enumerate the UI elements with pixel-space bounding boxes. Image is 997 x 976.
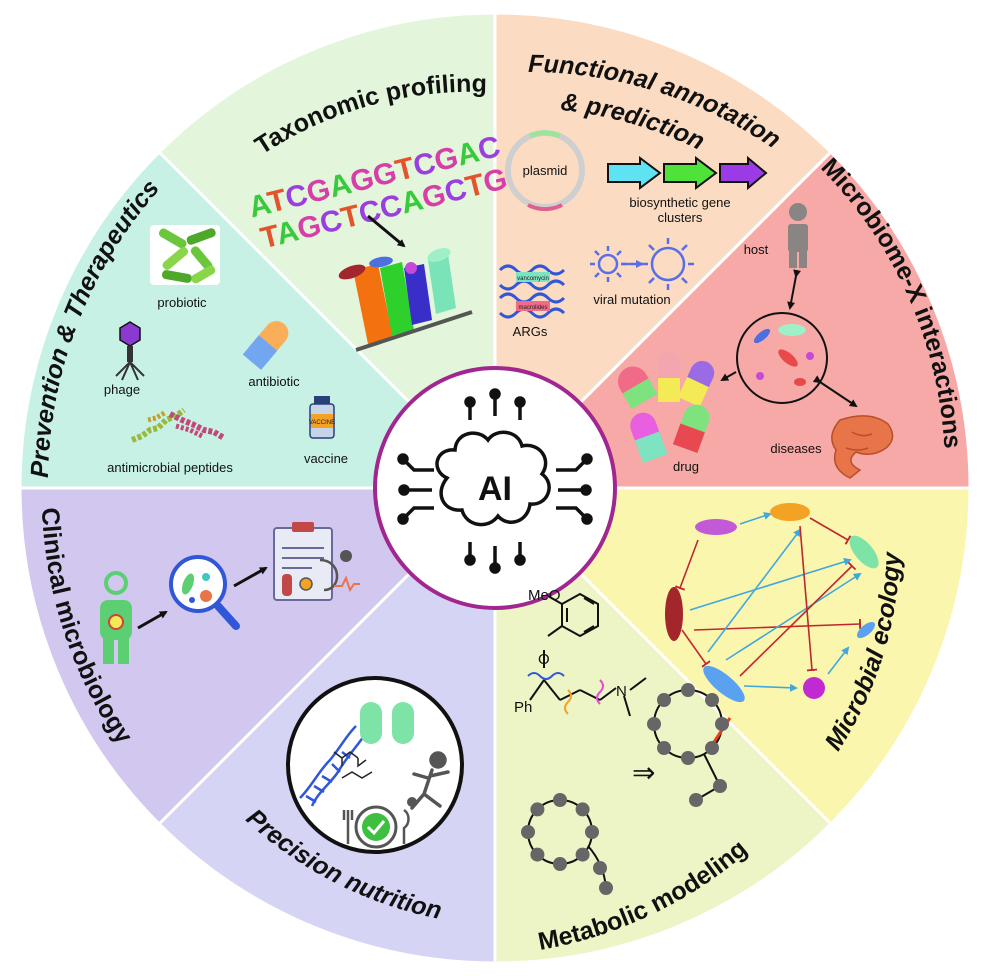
amp-label: antimicrobial peptides	[107, 460, 233, 475]
runner-icon	[410, 751, 450, 810]
plate-check-icon	[342, 805, 410, 849]
sector-metabolic	[493, 484, 834, 965]
network-left-nodes	[521, 793, 613, 895]
host-label: host	[744, 242, 769, 257]
network-node	[530, 802, 545, 817]
network-node-purple	[695, 519, 737, 535]
patient-icon	[100, 571, 132, 664]
peptides-icon	[130, 407, 226, 443]
bar-green	[380, 262, 414, 336]
double-arrow-icon: ⇒	[632, 757, 655, 788]
bar-baseline	[355, 310, 473, 352]
vaccine-label: vaccine	[304, 451, 348, 466]
o-label: O	[538, 651, 550, 668]
antibiotic-label: antibiotic	[248, 374, 300, 389]
microbe-mint	[427, 248, 451, 262]
bar-indigo	[404, 264, 432, 325]
sector-prevention	[18, 149, 499, 490]
network-node	[593, 861, 607, 875]
network-node-orange	[770, 503, 810, 521]
network-node-blue-small	[856, 621, 876, 639]
network-right-nodes	[647, 683, 729, 807]
bgc-label-line2: clusters	[658, 210, 703, 225]
microbe-red	[338, 264, 366, 280]
diseases-label: diseases	[770, 441, 822, 456]
viral-mutation-label: viral mutation	[593, 292, 670, 307]
vaccine-vial-text: VACCINE	[309, 420, 335, 426]
network-node	[715, 717, 729, 731]
network-node	[530, 847, 545, 862]
plasmid-label: plasmid	[523, 163, 568, 178]
bar-mint	[428, 254, 456, 314]
plasmid-icon: plasmid	[505, 130, 585, 212]
network-node	[553, 857, 567, 871]
ph-label: Ph	[514, 699, 532, 716]
sector-functional	[493, 11, 834, 492]
network-node	[585, 825, 599, 839]
sector-taxonomic	[156, 11, 497, 492]
phage-label: phage	[104, 382, 140, 397]
network-node	[713, 779, 727, 793]
network-node	[647, 717, 661, 731]
capsules-icon	[360, 702, 414, 744]
interaction-network	[674, 512, 862, 692]
drug-pills-icon	[618, 352, 715, 463]
network-node	[689, 793, 703, 807]
host-icon	[788, 203, 808, 268]
network-node	[521, 825, 535, 839]
network-node	[599, 881, 613, 895]
network-node	[657, 741, 671, 755]
probiotic-label: probiotic	[157, 295, 207, 310]
network-node	[575, 802, 590, 817]
network-node-blue	[703, 665, 745, 703]
meo-label: MeO	[528, 587, 561, 604]
viral-mutation-icon	[590, 238, 694, 290]
microbe-purple	[405, 262, 417, 274]
metabolites-icon	[333, 751, 373, 779]
vaccine-vial-icon: VACCINE	[309, 396, 335, 439]
network-node	[553, 793, 567, 807]
network-node	[575, 847, 590, 862]
n-label: N	[616, 683, 627, 700]
sector-clinical	[18, 486, 499, 827]
bar-orange	[353, 264, 393, 344]
center-ai: AI	[373, 366, 617, 610]
network-node	[681, 751, 695, 765]
args-icon: vancomycin macrolides	[498, 264, 566, 319]
phage-icon	[115, 321, 145, 381]
dna-helix-icon	[299, 725, 366, 807]
chemical-structure	[527, 592, 647, 717]
vancomycin-label: vancomycin	[517, 276, 549, 282]
macrolides-label: macrolides	[518, 305, 547, 311]
bgc-label-line1: biosynthetic gene	[629, 195, 730, 210]
network-node-magenta	[803, 677, 825, 699]
drug-label: drug	[673, 459, 699, 474]
magnifier-icon	[169, 555, 240, 630]
network-node-red	[665, 587, 683, 641]
abundance-bars	[338, 248, 473, 352]
args-label: ARGs	[513, 324, 548, 339]
nutrition-circle	[286, 676, 464, 854]
network-node	[681, 683, 695, 697]
ai-brain-icon	[397, 388, 593, 574]
network-node	[705, 741, 719, 755]
network-node-green	[849, 535, 879, 569]
sequence-arrow	[367, 214, 406, 248]
intestine-icon	[831, 415, 894, 479]
network-node	[657, 693, 671, 707]
network-node	[705, 693, 719, 707]
microbe-blue	[369, 256, 393, 268]
medical-report-icon	[273, 522, 360, 601]
sequence-bottom: TAGCTCCAGCTG	[257, 162, 510, 255]
gut-microbiome-circle	[736, 312, 828, 404]
ai-label: AI	[478, 470, 512, 508]
bgc-arrows-icon	[607, 155, 768, 191]
probiotic-icon	[150, 225, 220, 285]
antibiotic-capsule-icon	[242, 321, 289, 370]
